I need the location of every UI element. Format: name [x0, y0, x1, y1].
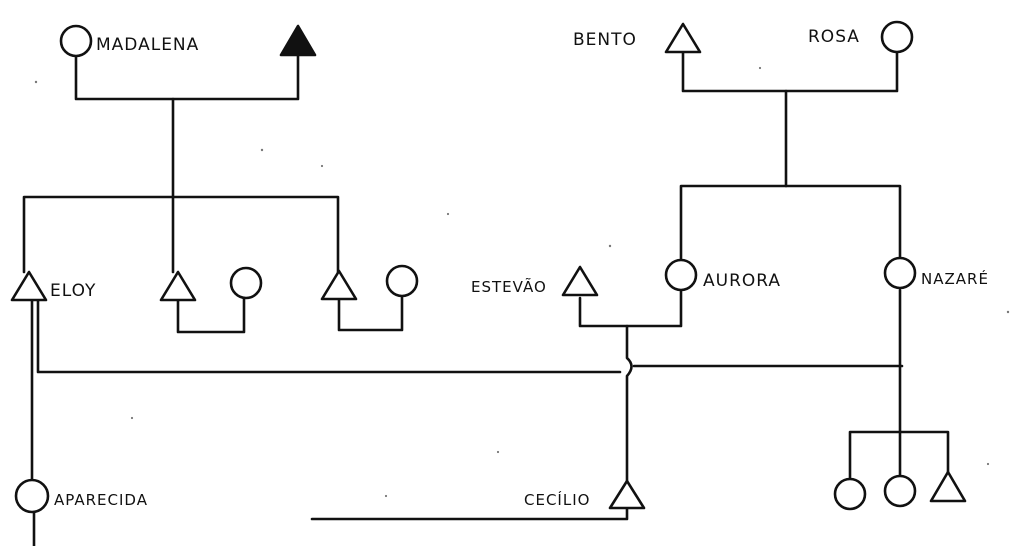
- name-labels: MADALENA BENTO ROSA ELOY ESTEVÃO AURORA …: [50, 27, 989, 509]
- kinship-lines: [22, 50, 950, 546]
- label-madalena: MADALENA: [96, 35, 199, 55]
- deceased-male-triangle: [279, 24, 317, 57]
- marriage-line-couple-a: [176, 296, 246, 334]
- marriage-line-couple-b: [337, 294, 404, 332]
- label-nazare: NAZARÉ: [921, 269, 989, 288]
- label-cecilio: CECÍLIO: [524, 490, 590, 509]
- female-circle-aurora: [664, 258, 698, 292]
- male-triangle-estevao: [561, 265, 599, 297]
- sibling-line-aurora-nazare: [679, 184, 902, 262]
- female-circle-aparecida: [14, 478, 50, 514]
- male-triangle-couple-b: [320, 269, 358, 301]
- label-estevao: ESTEVÃO: [471, 277, 547, 296]
- sibling-line-nazare-children: [848, 430, 950, 482]
- male-triangle-child-3: [929, 470, 967, 503]
- marriage-line-estevao-aurora: [578, 288, 683, 328]
- label-eloy: ELOY: [50, 281, 96, 301]
- kinship-symbols: [10, 20, 967, 514]
- label-bento: BENTO: [573, 30, 637, 50]
- male-triangle-eloy: [10, 270, 48, 302]
- descent-line-cecilio: [625, 324, 633, 486]
- marriage-line-bento-rosa: [681, 50, 899, 93]
- male-triangle-bento: [664, 22, 702, 54]
- label-aparecida: APARECIDA: [54, 491, 148, 509]
- female-circle-nazare: [883, 256, 917, 290]
- female-circle-couple-b: [385, 264, 419, 298]
- label-rosa: ROSA: [808, 27, 860, 47]
- marriage-line-eloy-nazare: [36, 298, 622, 374]
- male-triangle-cecilio: [608, 479, 646, 510]
- female-circle-child-2: [883, 474, 917, 508]
- female-circle-child-1: [833, 477, 867, 511]
- female-circle-rosa: [880, 20, 914, 54]
- scan-noise: [34, 66, 1010, 498]
- sibling-line-madalena: [22, 195, 340, 274]
- label-aurora: AURORA: [703, 271, 781, 291]
- marriage-line-madalena: [74, 54, 300, 101]
- male-triangle-couple-a: [159, 270, 197, 302]
- female-circle-madalena: [59, 24, 93, 58]
- bottom-line-cecilio: [310, 506, 629, 521]
- female-circle-couple-a: [229, 266, 263, 300]
